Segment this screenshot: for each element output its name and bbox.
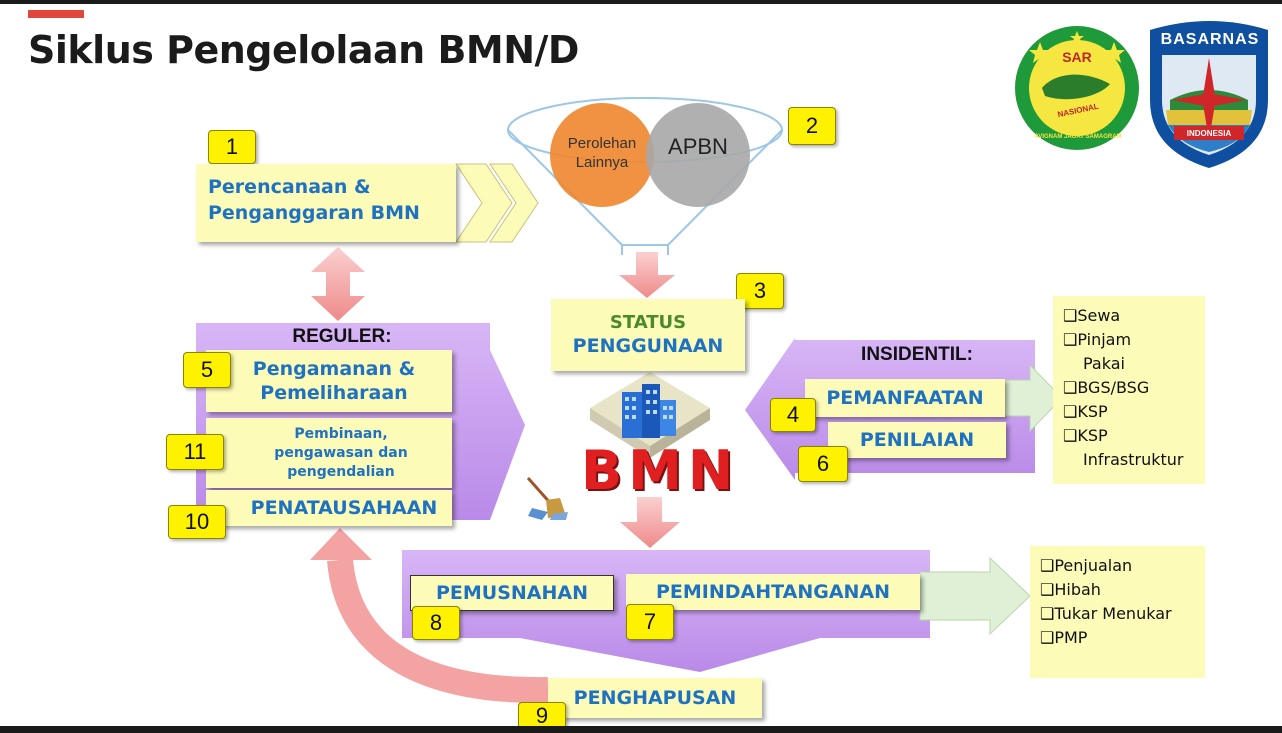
pemindahtanganan-label: PEMINDAHTANGANAN — [655, 581, 891, 603]
arrow-to-pemanfaatan-options — [1004, 363, 1063, 433]
penghapusan-label: PENGHAPUSAN — [573, 687, 737, 709]
penilaian-label: PENILAIAN — [859, 429, 975, 451]
top-border — [0, 0, 1282, 4]
status-penggunaan-box: STATUS PENGGUNAAN — [551, 299, 745, 371]
pemusnahan-box: PEMUSNAHAN — [410, 575, 614, 611]
option-pinjam-pakai: Pakai — [1083, 354, 1125, 373]
step-number-10: 10 — [168, 505, 226, 539]
double-arrow-1-reguler — [311, 247, 365, 321]
option-ksp: ❑KSP — [1063, 402, 1108, 421]
building-icon — [590, 372, 710, 458]
status-label: STATUS — [609, 312, 687, 333]
pemusnahan-label: PEMUSNAHAN — [435, 582, 589, 604]
chevron-2 — [489, 163, 539, 243]
basarnas-logo-top-text: BASARNAS — [1160, 31, 1260, 48]
arrow-bmn-to-pemindahan — [620, 497, 680, 548]
pemanfaatan-options-list: ❑Sewa ❑Pinjam Pakai ❑BGS/BSG ❑KSP ❑KSP I… — [1053, 296, 1205, 484]
broom-icon — [526, 477, 568, 520]
option-tukar-menukar: ❑Tukar Menukar — [1040, 604, 1172, 623]
perencanaan-box: Perencanaan & Penganggaran BMN — [196, 164, 456, 242]
insidentil-label: INSIDENTIL: — [861, 344, 973, 365]
basarnas-logo-bottom-text: INDONESIA — [1186, 128, 1232, 138]
penghapusan-box: PENGHAPUSAN — [548, 678, 762, 718]
step-number-1: 1 — [208, 130, 256, 164]
arrow-funnel-to-status — [619, 252, 675, 298]
penggunaan-label: PENGGUNAAN — [572, 335, 724, 357]
sar-logo-top-text: SAR — [1062, 49, 1092, 65]
basarnas-logo — [1150, 21, 1268, 168]
step-number-7: 7 — [626, 604, 674, 640]
step-number-8: 8 — [412, 606, 460, 640]
perencanaan-label: Perencanaan & Penganggaran BMN — [208, 176, 420, 224]
funnel-perolehan-text: Perolehan Lainnya — [567, 135, 637, 171]
penatausahaan-box: PENATAUSAHAAN — [206, 490, 452, 526]
step-number-4: 4 — [770, 398, 816, 432]
pengamanan-box: Pengamanan & Pemeliharaan — [206, 350, 452, 412]
perolehan-circle — [550, 103, 654, 207]
pembinaan-label: Pembinaan, pengawasan dan pengendalian — [274, 425, 408, 480]
chevron-1 — [455, 163, 513, 243]
option-ksp-infra: ❑KSP — [1063, 426, 1108, 445]
step-number-5: 5 — [183, 352, 231, 388]
apbn-circle — [646, 103, 750, 207]
option-pmp: ❑PMP — [1040, 628, 1088, 647]
funnel-apbn-text: APBN — [668, 134, 728, 159]
pemindahtanganan-options-list: ❑Penjualan ❑Hibah ❑Tukar Menukar ❑PMP — [1030, 546, 1205, 678]
option-hibah: ❑Hibah — [1040, 580, 1101, 599]
step-number-11: 11 — [166, 434, 224, 470]
option-infrastruktur: Infrastruktur — [1083, 450, 1184, 469]
step-number-2: 2 — [788, 107, 836, 145]
option-bgs-bsg: ❑BGS/BSG — [1063, 378, 1150, 397]
pemindahtanganan-box: PEMINDAHTANGANAN — [626, 574, 920, 610]
option-pinjam: ❑Pinjam — [1063, 330, 1132, 349]
pemanfaatan-label: PEMANFAATAN — [826, 387, 984, 409]
page-title: Siklus Pengelolaan BMN/D — [28, 28, 579, 72]
option-sewa: ❑Sewa — [1063, 306, 1121, 325]
pembinaan-box: Pembinaan, pengawasan dan pengendalian — [206, 418, 452, 488]
pemanfaatan-box: PEMANFAATAN — [805, 379, 1005, 417]
penilaian-box: PENILAIAN — [828, 422, 1006, 458]
reguler-label: REGULER: — [292, 326, 392, 347]
return-arrow — [327, 558, 549, 704]
arrow-to-pemindahan-options — [919, 556, 1031, 636]
bmn-label: BMN — [580, 438, 740, 502]
bottom-border — [0, 726, 1282, 733]
sar-logo — [1015, 26, 1139, 150]
pengamanan-label: Pengamanan & Pemeliharaan — [252, 358, 416, 404]
penatausahaan-label: PENATAUSAHAAN — [250, 497, 438, 519]
accent-bar — [28, 10, 84, 18]
step-number-6: 6 — [798, 446, 848, 482]
option-penjualan: ❑Penjualan — [1040, 556, 1133, 575]
sar-logo-ring-text: AVIGNAM JAGAT SAMAGRAM — [1034, 134, 1122, 140]
